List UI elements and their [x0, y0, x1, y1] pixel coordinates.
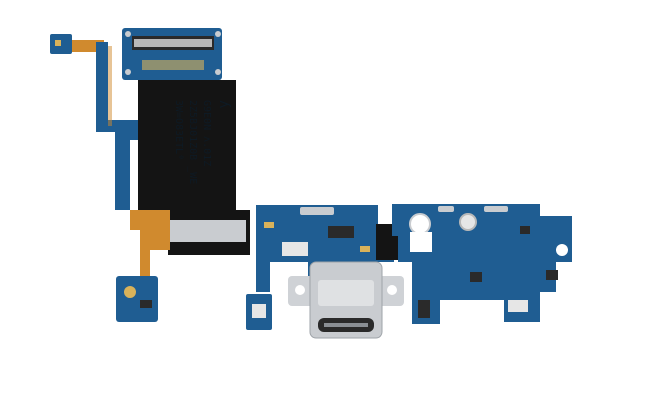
mount-hole: [556, 244, 568, 256]
right-pcb: [392, 204, 572, 324]
silkscreen-line-1: G9E0N ʌ.01Z: [201, 100, 212, 166]
lower-tab-board: [116, 276, 158, 322]
ic-chip: [418, 300, 430, 318]
pcb-pad: [484, 206, 508, 212]
bracket-hole: [387, 285, 397, 295]
board-connector: [122, 28, 222, 80]
lower-tab-pad: [124, 286, 136, 298]
bracket-hole: [295, 285, 305, 295]
ic-chip: [546, 270, 558, 280]
shield-tab: [282, 242, 308, 256]
lower-left-branch: [116, 210, 170, 322]
ic-chip: [328, 226, 354, 238]
sensor-pad: [55, 40, 61, 46]
sensor-flex-branch: [50, 34, 140, 210]
smd-part: [264, 222, 274, 228]
mic-hole: [409, 213, 431, 235]
lower-tab-chip: [140, 300, 152, 308]
connector-mount-hole: [125, 69, 131, 75]
side-tab-button: [252, 304, 266, 318]
silkscreen-line-2: 2Z5BJ01Z0B _WE: [187, 100, 198, 184]
usb-c-port: [288, 261, 404, 339]
flex-trace: [108, 46, 112, 126]
logo-mark: ʎ: [216, 100, 232, 108]
flex-amber: [130, 210, 170, 284]
connector-mount-hole: [125, 31, 131, 37]
ic-chip: [520, 226, 530, 234]
side-contact: [508, 300, 528, 312]
pcb-pad: [438, 206, 454, 212]
connector-contacts: [142, 60, 204, 70]
connector-mount-hole: [215, 31, 221, 37]
connector-board: [122, 28, 222, 80]
board-cutout: [410, 232, 432, 252]
connector-pins: [134, 39, 212, 47]
smd-part: [360, 246, 370, 252]
stiffener-plate: [170, 220, 246, 242]
flex-strip-blue: [96, 42, 140, 210]
port-tongue: [324, 323, 368, 327]
pcb-pad: [300, 207, 334, 215]
ic-chip: [470, 272, 482, 282]
silkscreen-line-3: 3W=O83ETL⁰: [173, 100, 184, 160]
connector-mount-hole: [215, 69, 221, 75]
port-top-face: [318, 280, 374, 306]
mount-pad: [459, 213, 477, 231]
